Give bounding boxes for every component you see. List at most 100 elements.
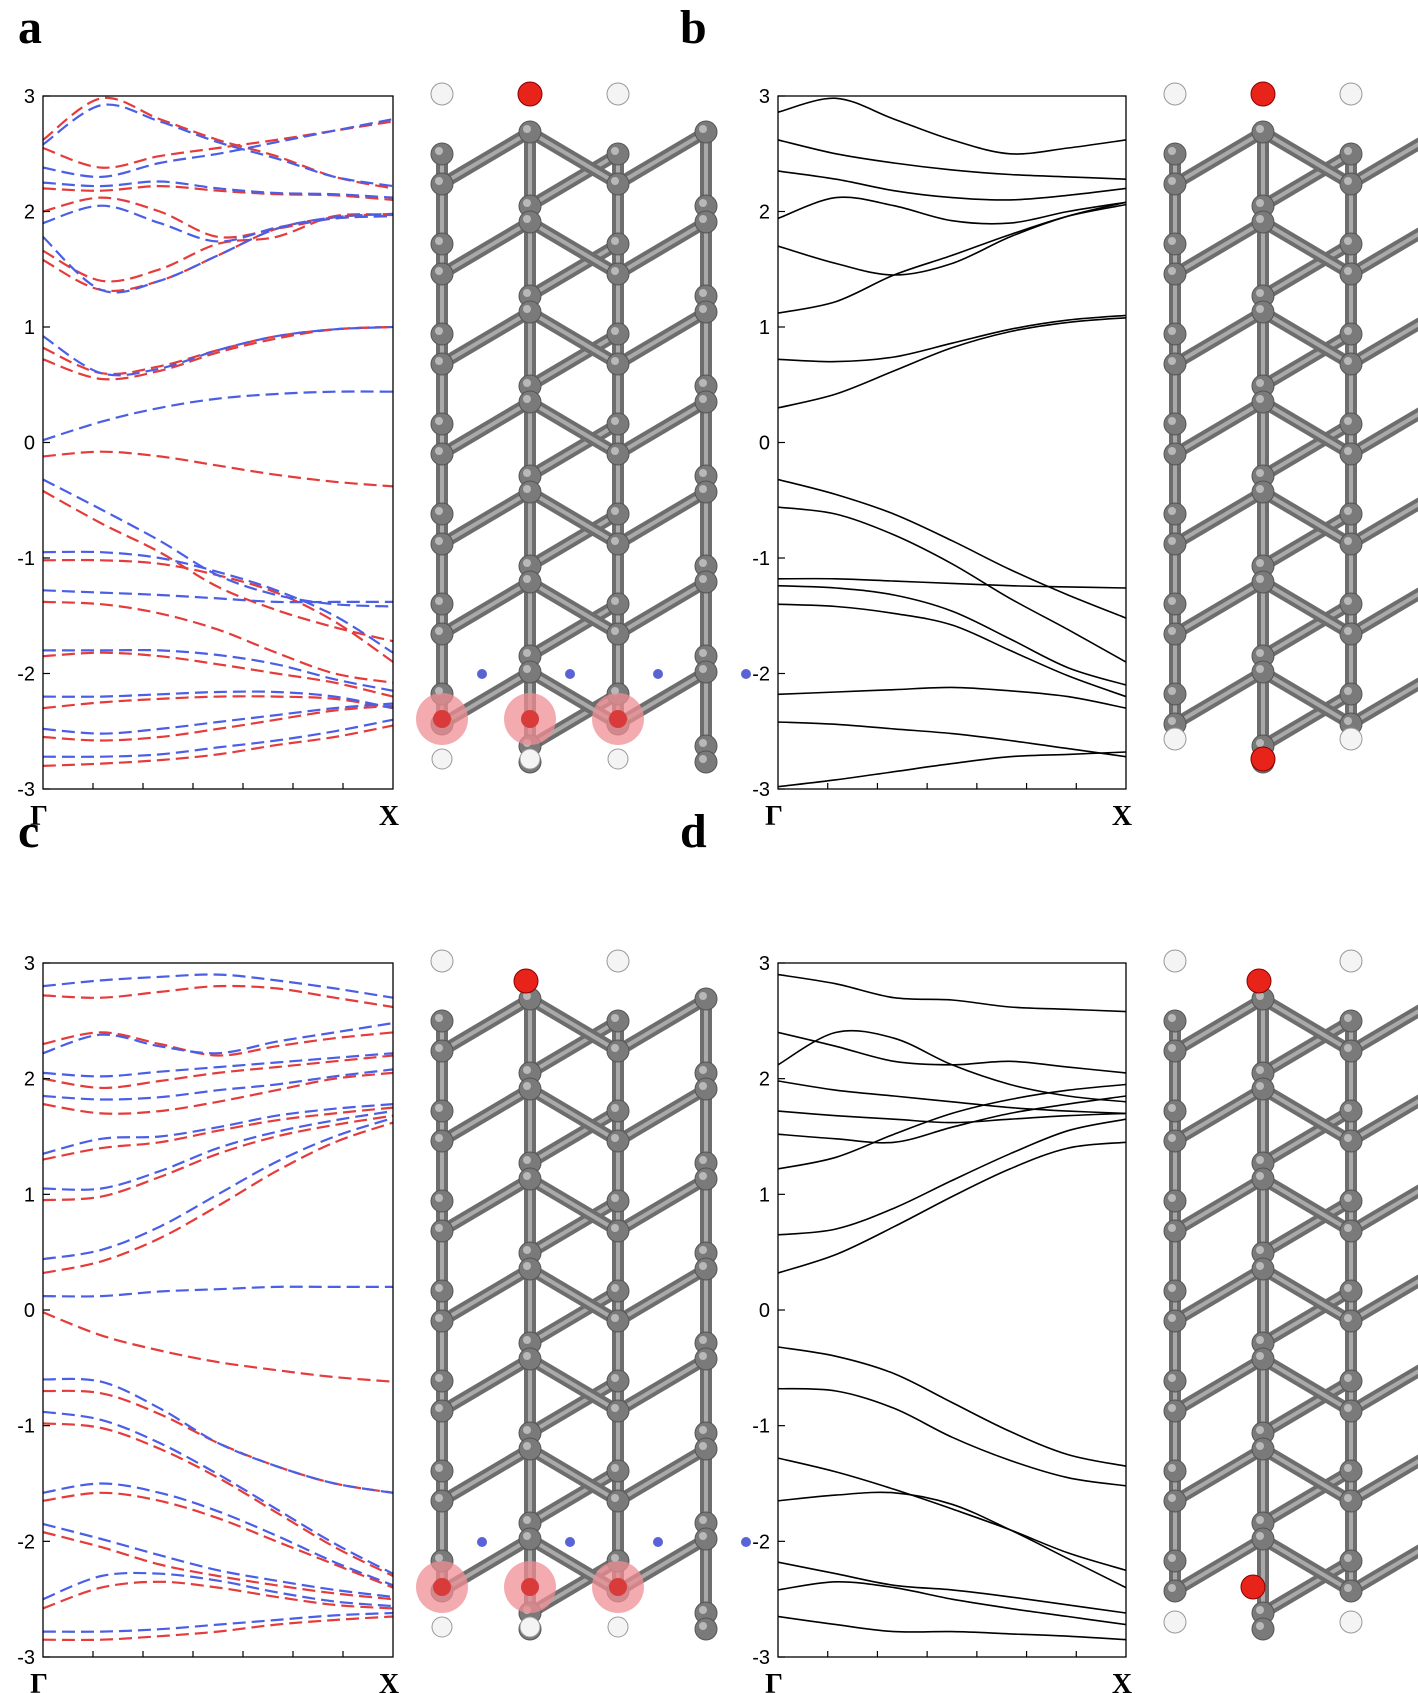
band-line-down-12 [43, 1571, 393, 1608]
bond-highlight [1173, 1267, 1265, 1323]
band-line-up-9 [43, 490, 393, 643]
atom-shine [1344, 267, 1352, 275]
band-line-up-7 [43, 984, 393, 1009]
atom-shine [611, 237, 619, 245]
carbon-atom [606, 1039, 630, 1063]
carbon-atom [1163, 622, 1187, 646]
atom-shine [435, 1134, 443, 1142]
atom-shine [1256, 485, 1264, 493]
carbon-atom [1163, 532, 1187, 556]
atom-shine [1168, 1494, 1176, 1502]
atom-shine [1168, 1194, 1176, 1202]
carbon-atom [430, 502, 454, 526]
carbon-atom [518, 660, 542, 684]
carbon-atom [606, 172, 630, 196]
atom-shine [1256, 1066, 1264, 1074]
carbon-atom [1339, 502, 1363, 526]
y-tick-label: 2 [24, 202, 35, 224]
bond-highlight [528, 1379, 620, 1435]
atom-shine [1168, 507, 1176, 515]
band-line-up-3 [43, 213, 393, 283]
bands-a [43, 96, 393, 767]
carbon-atom [694, 1617, 718, 1641]
carbon-atom [1339, 1129, 1363, 1153]
bond-highlight [1349, 232, 1418, 276]
band-line-9 [778, 506, 1126, 663]
oxygen-atom [513, 968, 539, 994]
atom-shine [1168, 1134, 1176, 1142]
atom-shine [435, 1404, 443, 1412]
atom-shine [1344, 1464, 1352, 1472]
atom-shine [1256, 215, 1264, 223]
band-line-9 [778, 1346, 1126, 1467]
atom-shine [1256, 379, 1264, 387]
bond-highlight [1349, 1189, 1418, 1233]
carbon-atom [606, 1129, 630, 1153]
hydrogen-atom [606, 949, 630, 973]
bond-highlight [1261, 220, 1353, 276]
band-line-up-10 [43, 1491, 393, 1589]
carbon-atom [1251, 1167, 1275, 1191]
bond-highlight [616, 400, 708, 456]
atom-shine [1256, 1532, 1264, 1540]
bond-highlight [1261, 997, 1353, 1053]
carbon-atom [1163, 1459, 1187, 1483]
spin-up-site [521, 710, 539, 728]
atom-shine [1344, 1284, 1352, 1292]
band-line-down-5 [43, 1052, 393, 1078]
band-line-up-5 [43, 1054, 393, 1090]
x-tick-label-x: X [379, 1669, 399, 1693]
carbon-atom [606, 1309, 630, 1333]
carbon-atom [1163, 502, 1187, 526]
bond-highlight [616, 1357, 708, 1413]
atom-shine [1256, 992, 1264, 1000]
bond-highlight [1349, 682, 1418, 726]
band-line-12 [778, 1491, 1126, 1589]
band-line-down-6 [43, 103, 393, 188]
y-tick-label: -2 [17, 1531, 35, 1553]
bond-highlight [1173, 130, 1265, 186]
atom-shine [435, 1284, 443, 1292]
x-tick-label-gamma: Γ [765, 801, 783, 832]
atom-shine [699, 755, 707, 763]
y-tick-label: 3 [24, 86, 35, 108]
ribbon-structure-a [416, 81, 751, 774]
bond-highlight [528, 1109, 620, 1165]
band-line-down-6 [43, 1022, 393, 1055]
y-tick-label: -2 [752, 664, 770, 686]
carbon-atom [430, 262, 454, 286]
bond-highlight [528, 512, 620, 568]
bond-highlight [1261, 692, 1353, 748]
carbon-atom [1163, 142, 1187, 166]
bond-highlight [1261, 602, 1353, 658]
carbon-atom [1163, 1369, 1187, 1393]
y-tick-label: -3 [17, 1647, 35, 1669]
atom-shine [1256, 1262, 1264, 1270]
spin-down-site [741, 669, 751, 679]
carbon-atom [1339, 1459, 1363, 1483]
carbon-atom [606, 412, 630, 436]
atom-shine [1256, 1516, 1264, 1524]
carbon-atom [1339, 1369, 1363, 1393]
band-line-up-11 [43, 1531, 393, 1601]
y-tick-label: 0 [24, 433, 35, 455]
atom-shine [611, 1554, 619, 1562]
atom-shine [1256, 1606, 1264, 1614]
carbon-atom [1163, 442, 1187, 466]
atom-shine [1256, 125, 1264, 133]
bond-highlight [1261, 1087, 1353, 1143]
atom-shine [699, 1066, 707, 1074]
ribbon-structure-d [1163, 949, 1418, 1641]
carbon-atom [1163, 1549, 1187, 1573]
band-line-down-13 [43, 1611, 393, 1633]
y-tick-label: -1 [752, 548, 770, 570]
bond-highlight [1349, 412, 1418, 456]
atom-shine [1256, 199, 1264, 207]
atom-shine [435, 1194, 443, 1202]
carbon-atom [430, 412, 454, 436]
carbon-atom [1339, 1039, 1363, 1063]
atom-shine [1168, 1284, 1176, 1292]
band-line-down-11 [43, 690, 393, 710]
atom-shine [1168, 1404, 1176, 1412]
